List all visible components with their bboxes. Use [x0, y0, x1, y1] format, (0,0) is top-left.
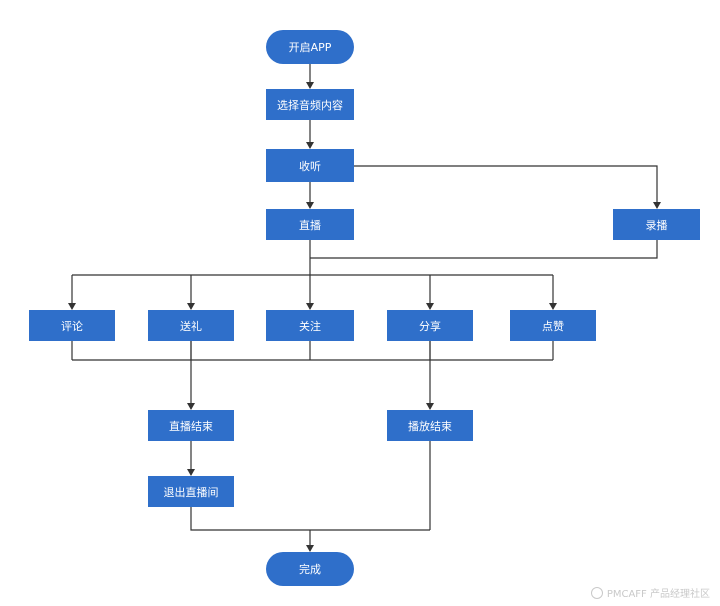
watermark-text: PMCAFF 产品经理社区: [606, 589, 710, 600]
node-listen: 收听: [266, 149, 354, 182]
node-comment: 评论: [29, 310, 115, 341]
node-share: 分享: [387, 310, 473, 341]
watermark: PMCAFF 产品经理社区: [590, 585, 710, 600]
node-live: 直播: [266, 209, 354, 240]
node-start: 开启APP: [266, 30, 354, 64]
watermark-logo-icon: [590, 586, 603, 599]
node-select-audio: 选择音频内容: [266, 89, 354, 120]
node-live-end: 直播结束: [148, 410, 234, 441]
node-follow: 关注: [266, 310, 354, 341]
line-exit-merge: [190, 507, 430, 531]
node-like: 点赞: [510, 310, 596, 341]
node-gift: 送礼: [148, 310, 234, 341]
node-record: 录播: [613, 209, 700, 240]
node-exit-room: 退出直播间: [148, 476, 234, 507]
node-play-end: 播放结束: [387, 410, 473, 441]
node-done: 完成: [266, 552, 354, 586]
arrow-listen-to-record: [354, 165, 661, 209]
line-record-merge: [310, 240, 658, 259]
